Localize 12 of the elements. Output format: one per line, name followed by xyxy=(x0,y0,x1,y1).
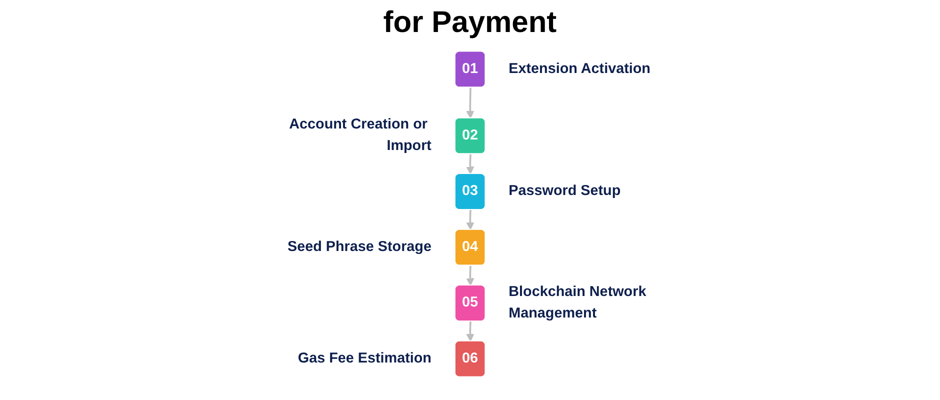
arrow xyxy=(466,210,474,230)
node-label: Extension Activation xyxy=(508,61,650,76)
arrow xyxy=(466,266,474,286)
node-label: Gas Fee Estimation xyxy=(298,350,432,366)
arrow xyxy=(466,321,474,342)
title: for Payment xyxy=(382,6,558,40)
node-label: Seed Phrase Storage xyxy=(287,239,432,254)
node-label: Password Setup xyxy=(508,183,621,199)
node-label: Account Creation or Import xyxy=(289,116,432,154)
node-label: Blockchain Network Management xyxy=(508,284,646,322)
arrow xyxy=(466,154,474,174)
arrow xyxy=(466,88,474,119)
